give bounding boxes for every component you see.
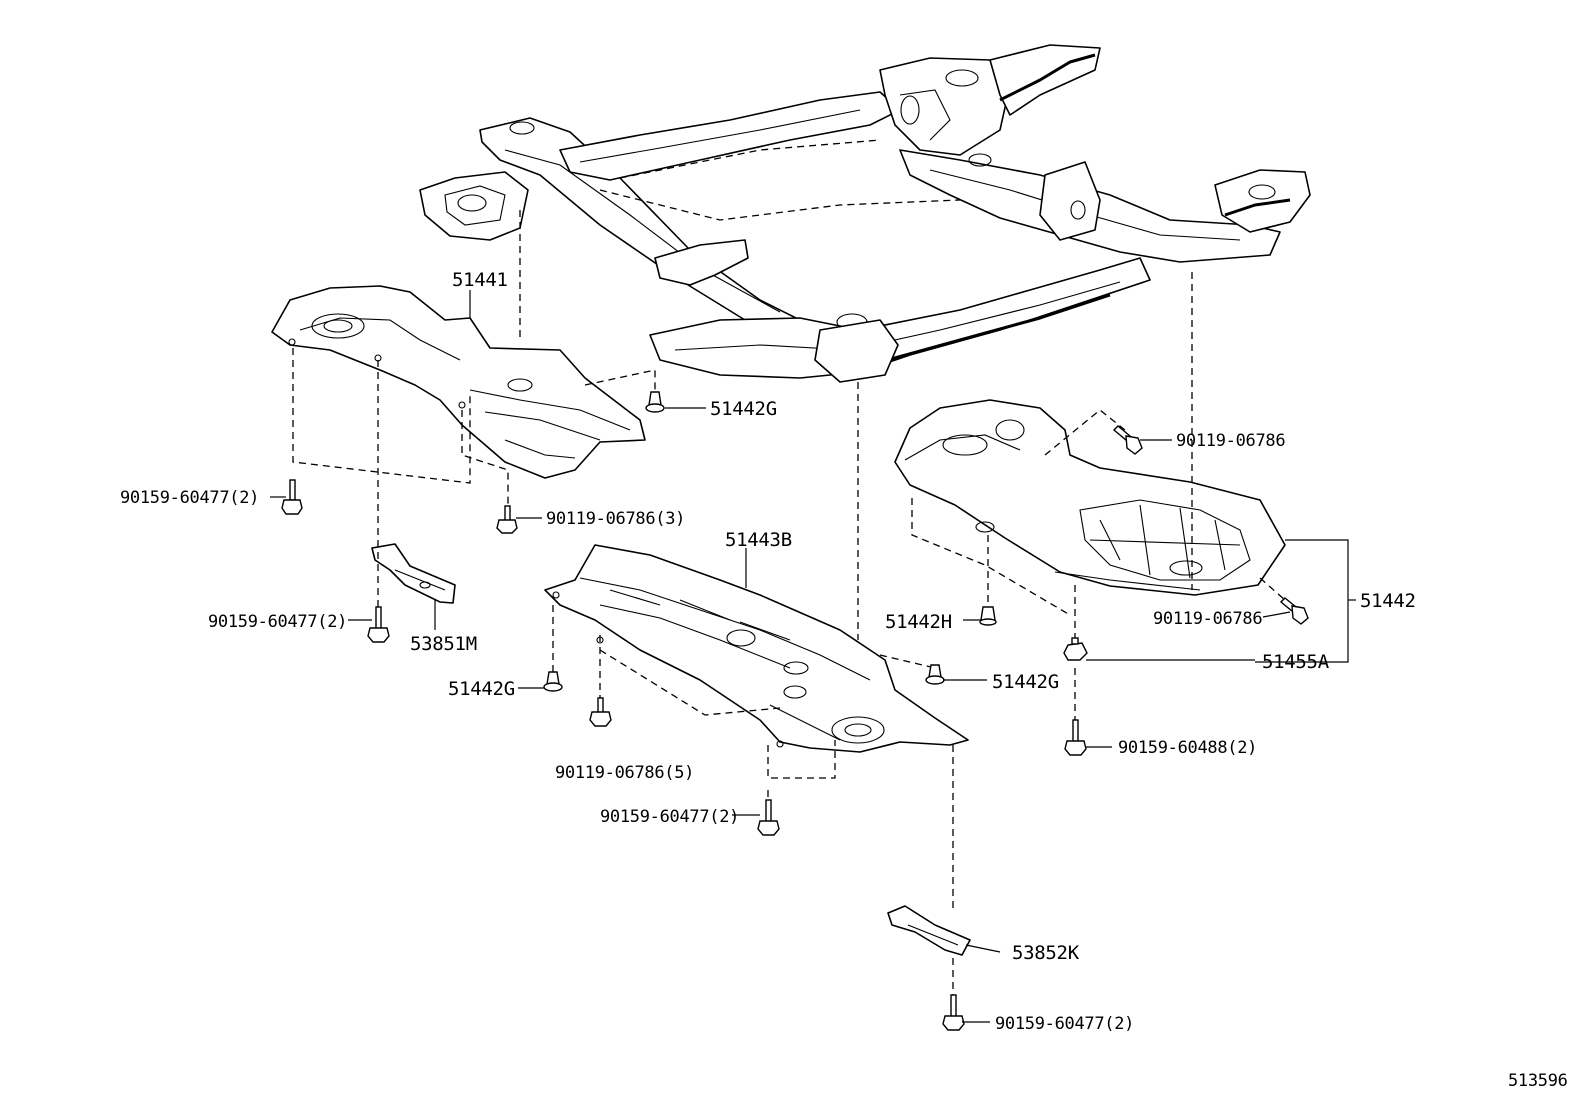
figure-number: 513596 (1508, 1071, 1568, 1091)
screw-icon[interactable] (496, 505, 518, 534)
bolt-icon[interactable] (757, 799, 780, 836)
callout-51442h[interactable]: 51442H (885, 611, 952, 633)
callout-51441[interactable]: 51441 (452, 269, 508, 291)
screw-icon[interactable] (1279, 597, 1309, 625)
bolt-icon[interactable] (367, 606, 390, 643)
bracket-53852k (887, 905, 971, 956)
callout-90159-60477-bracket[interactable]: 90159-60477(2) (208, 612, 347, 632)
callout-labels: 51441 51442G 90119-06786 90159-60477(2) … (120, 269, 1568, 1091)
callout-51442g-mid[interactable]: 51442G (992, 671, 1059, 693)
fasteners (281, 391, 1309, 1031)
front-suspension-crossmember (419, 44, 1311, 383)
callout-51442g-top[interactable]: 51442G (710, 398, 777, 420)
leader-lines (270, 290, 1356, 1023)
bolt-icon[interactable] (1064, 719, 1087, 756)
bolt-icon[interactable] (281, 479, 303, 515)
callout-90159-60477-center[interactable]: 90159-60477(2) (600, 807, 739, 827)
engine-under-cover-51441 (271, 285, 646, 479)
callout-53852k[interactable]: 53852K (1012, 942, 1080, 964)
screw-icon[interactable] (1112, 425, 1143, 455)
callout-90159-60477-bottom[interactable]: 90159-60477(2) (995, 1014, 1134, 1034)
nut-icon[interactable] (1063, 637, 1088, 661)
bolt-icon[interactable] (942, 994, 965, 1031)
callout-90119-06786-3[interactable]: 90119-06786(3) (546, 509, 685, 529)
clip-icon[interactable] (925, 664, 945, 685)
clip-icon[interactable] (645, 391, 665, 413)
engine-under-cover-51442 (894, 399, 1286, 596)
callout-51443b[interactable]: 51443B (725, 529, 792, 551)
assembly-reference-lines (292, 210, 1286, 998)
callout-90159-60488[interactable]: 90159-60488(2) (1118, 738, 1257, 758)
engine-under-cover-51443b (544, 544, 969, 753)
clip-icon[interactable] (979, 606, 997, 626)
bracket-53851m (371, 543, 456, 604)
callout-51442[interactable]: 51442 (1360, 590, 1416, 612)
screw-icon[interactable] (589, 697, 612, 727)
callout-51442g-left[interactable]: 51442G (448, 678, 515, 700)
callout-51455a[interactable]: 51455A (1262, 651, 1330, 673)
callout-90119-06786-right[interactable]: 90119-06786 (1153, 609, 1263, 629)
callout-90119-06786-5[interactable]: 90119-06786(5) (555, 763, 694, 783)
clip-icon[interactable] (543, 671, 563, 692)
callout-90119-06786-top[interactable]: 90119-06786 (1176, 431, 1286, 451)
callout-90159-60477-left[interactable]: 90159-60477(2) (120, 488, 259, 508)
callout-53851m[interactable]: 53851M (410, 633, 477, 655)
